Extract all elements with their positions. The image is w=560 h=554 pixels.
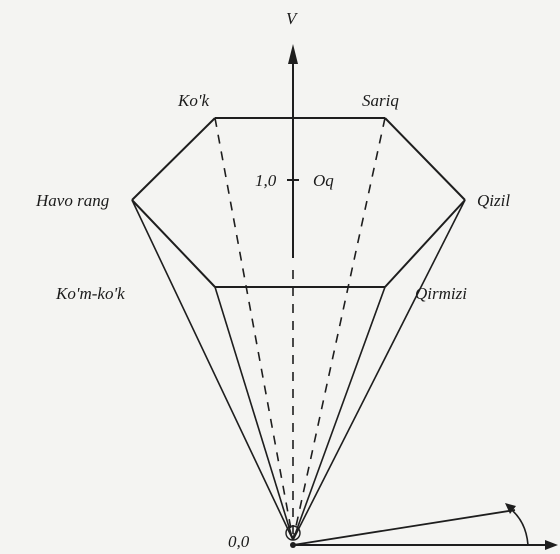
vertex-label-qizil: Qizil: [477, 191, 511, 210]
origin-label: 0,0: [228, 532, 250, 551]
cone-edges: [131, 199, 466, 541]
edge-havorang-kok: [131, 117, 216, 201]
edge-qizil-qirmizi: [384, 199, 466, 288]
vertex-label-qirmizi: Qirmizi: [415, 284, 467, 303]
vertex-label-sariq: Sariq: [362, 91, 399, 110]
cone-edge-qirmizi: [292, 286, 386, 541]
angle-arc-arrowhead: [505, 503, 516, 514]
angle-arc: [507, 506, 529, 546]
center-label-oq: Oq: [313, 171, 334, 190]
cone-edge-komkok: [214, 286, 294, 541]
vertex-label-kom-kok: Ko'm-ko'k: [56, 284, 125, 303]
edge-sariq-qizil: [384, 117, 466, 201]
axis-v-label: V: [286, 9, 297, 28]
vertex-label-kok: Ko'k: [178, 91, 210, 110]
cone-edge-qizil: [292, 199, 466, 541]
value-label-one: 1,0: [255, 171, 277, 190]
hidden-edge-kok: [214, 117, 294, 541]
horizontal-axis-arrowhead: [545, 540, 558, 550]
vertex-label-havo-rang: Havo rang: [36, 191, 110, 210]
cone-edge-havorang: [131, 199, 294, 541]
hexagon-top-outline: [131, 117, 466, 288]
v-axis-arrowhead: [288, 44, 298, 64]
angle-ray: [292, 509, 516, 546]
hidden-edge-sariq: [292, 117, 386, 541]
edge-komkok-havorang: [131, 199, 216, 288]
apex-marker: [285, 525, 301, 541]
cone-hidden-edges: [214, 117, 386, 541]
